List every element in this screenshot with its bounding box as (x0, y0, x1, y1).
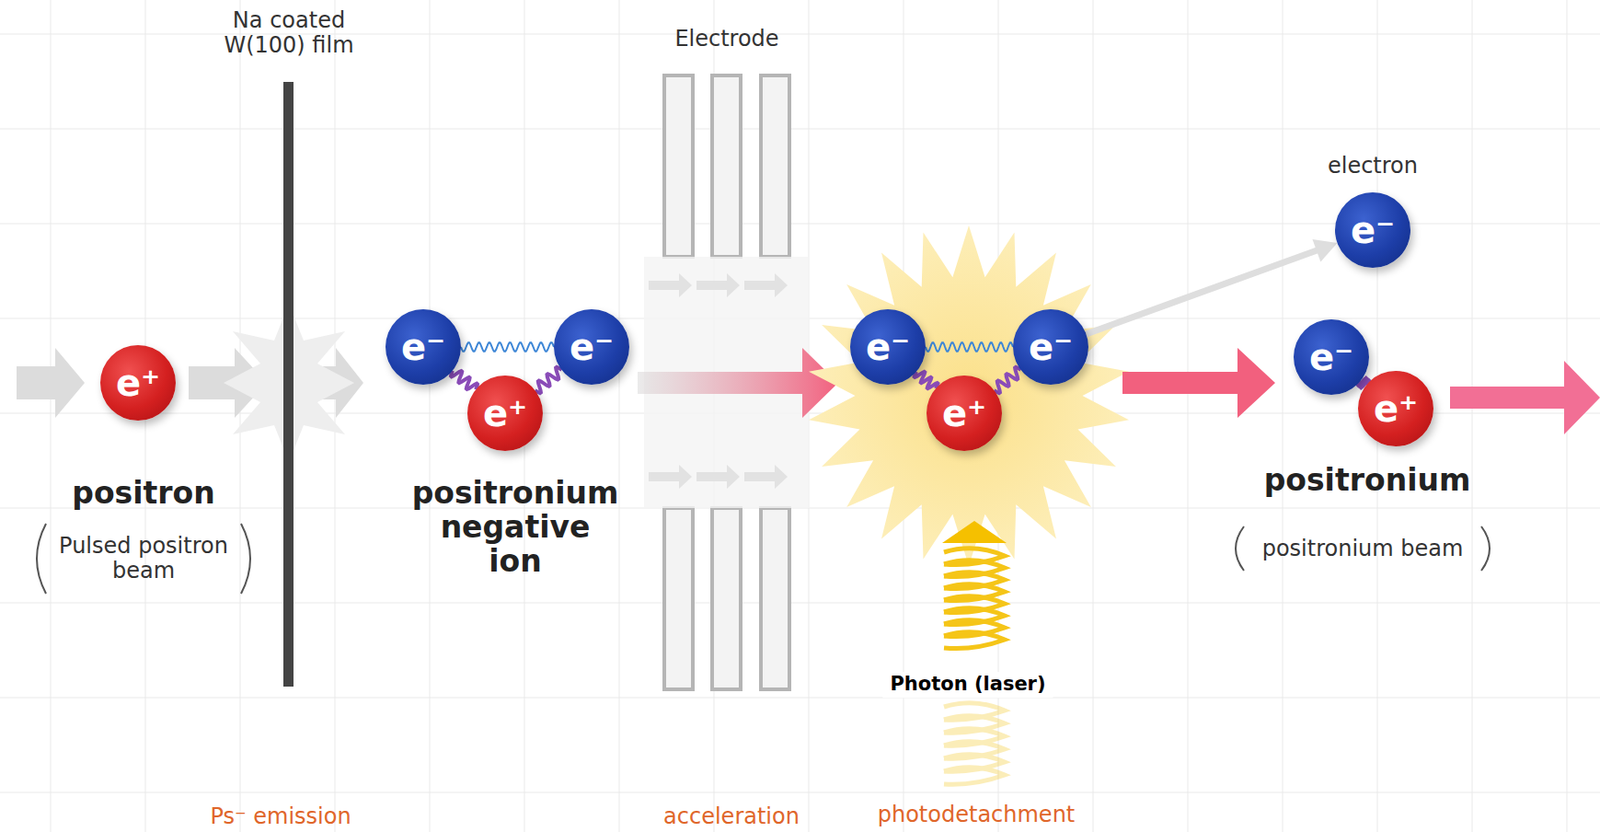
grid-line (0, 128, 1600, 130)
grid-line (334, 0, 336, 832)
arrow-shaft (1086, 249, 1319, 334)
wave-line (994, 367, 1022, 393)
laser-coil (943, 767, 1005, 784)
grid-line (0, 792, 1600, 794)
stage-label: photodetachment (877, 802, 1076, 828)
particle-symbol: e⁻ (865, 328, 910, 366)
particle-symbol: e⁻ (1309, 338, 1354, 376)
wave-line (925, 342, 1013, 352)
positron-particle: e⁺ (467, 375, 543, 451)
beam-arrow (1122, 347, 1276, 418)
wave-line (460, 342, 554, 352)
laser-coil (943, 632, 1005, 649)
stage-label: Ps⁻ emission (209, 804, 351, 829)
positron-particle: e⁺ (926, 375, 1002, 451)
beam-note: Pulsed positron beam (51, 533, 236, 584)
wave-line (535, 367, 563, 393)
wave-line (914, 371, 939, 389)
grid-line (0, 697, 1600, 699)
particle-name: positronium negative ion (412, 476, 620, 579)
arrow-head (1312, 239, 1337, 262)
grid-line (1472, 0, 1474, 832)
particle-symbol: e⁻ (401, 328, 446, 366)
grid-line (619, 0, 621, 832)
electron-label: electron (1327, 153, 1418, 179)
photodetachment-burst (808, 225, 1129, 566)
positronium-beam-arrow (1450, 360, 1600, 435)
wave-line (450, 370, 478, 390)
binding-wave (994, 367, 1022, 393)
binding-wave (460, 342, 554, 352)
binding-wave (925, 342, 1013, 352)
beam-note: positronium beam (1262, 536, 1464, 562)
laser-wave (943, 548, 1005, 649)
particle-symbol: e⁻ (1350, 211, 1395, 249)
stage-label: acceleration (663, 804, 800, 829)
acceleration-arrow (637, 347, 839, 418)
laser-pointer (942, 520, 1007, 543)
binding-wave (914, 371, 939, 389)
grid-line (240, 0, 242, 832)
positron-particle: e⁺ (100, 345, 176, 421)
grid-line (0, 602, 1600, 604)
grid-line (429, 0, 431, 832)
binding-wave (535, 367, 563, 393)
electron-particle: e⁻ (385, 309, 461, 385)
grid-line (50, 0, 52, 832)
electron-particle: e⁻ (850, 309, 926, 385)
particle-symbol: e⁺ (115, 364, 161, 402)
particle-name: positron (71, 476, 215, 511)
grid-line (1282, 0, 1284, 832)
emission-arrow (1086, 239, 1338, 334)
laser-wave-faded (943, 702, 1005, 784)
electrode-label: Electrode (674, 26, 779, 52)
grid-line (1187, 0, 1189, 832)
positron-particle: e⁺ (1358, 370, 1434, 447)
particle-symbol: e⁺ (942, 394, 987, 432)
particle-symbol: e⁻ (1028, 328, 1073, 366)
film-label: Na coated W(100) film (196, 8, 381, 58)
electron-particle: e⁻ (1012, 309, 1089, 385)
electron-particle: e⁻ (1335, 192, 1411, 268)
tungsten-film (283, 81, 294, 687)
particle-symbol: e⁺ (483, 394, 528, 432)
parentheses (36, 523, 1490, 594)
binding-wave (450, 370, 478, 390)
particle-name: positronium (1264, 463, 1472, 498)
particle-symbol: e⁻ (569, 328, 614, 366)
electron-particle: e⁻ (553, 309, 630, 385)
particle-symbol: e⁺ (1373, 390, 1418, 427)
electron-particle: e⁻ (1293, 319, 1370, 395)
laser-label: Photon (laser) (882, 671, 1053, 698)
